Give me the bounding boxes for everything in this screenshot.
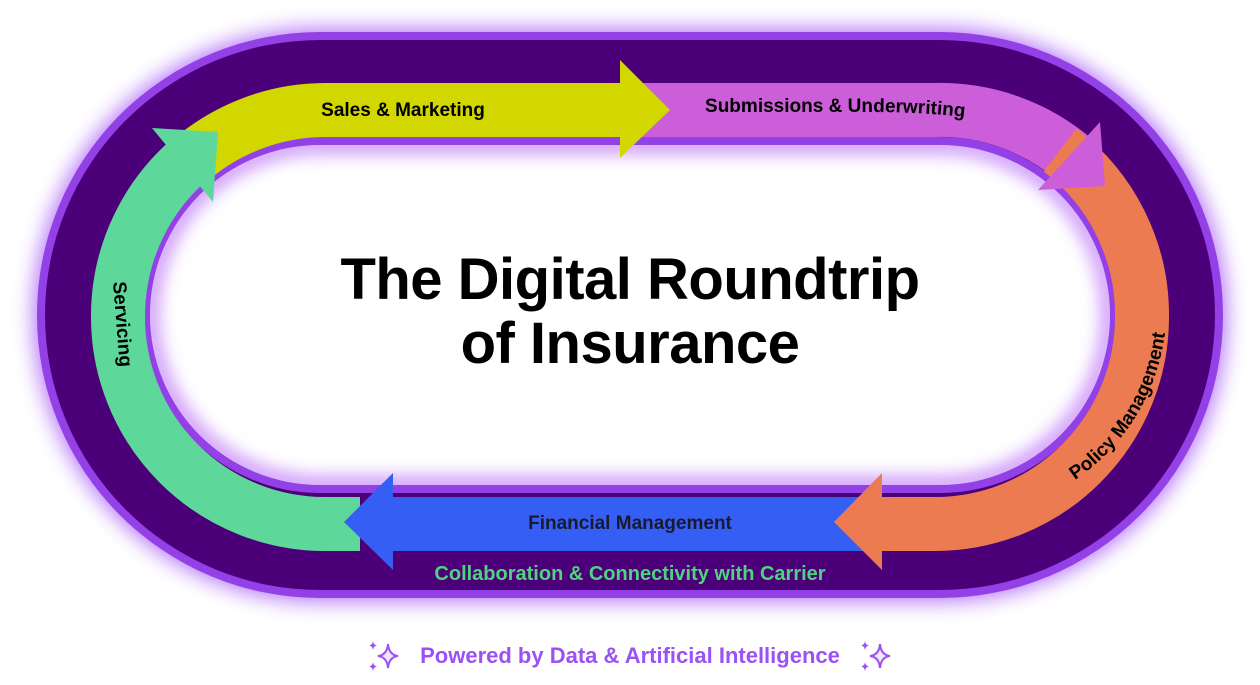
stage-band-submissions [630,82,1093,181]
page-title: The Digital Roundtrip of Insurance [0,248,1260,376]
arrowhead-financial [344,473,393,570]
footer: Powered by Data & Artificial Intelligenc… [0,638,1260,674]
stage-band-servicing [90,133,360,551]
collaboration-label: Collaboration & Connectivity with Carrie… [434,563,825,585]
stage-label-sales: Sales & Marketing [321,100,485,121]
footer-text: Powered by Data & Artificial Intelligenc… [420,643,840,668]
arrowhead-submissions [1038,122,1105,190]
center-area [150,145,1110,485]
arrowhead-policy [834,473,882,570]
sparkles-icon [861,641,891,671]
title-line-1: The Digital Roundtrip [340,247,920,312]
sparkles-icon [369,641,399,671]
title-line-2: of Insurance [460,311,800,376]
stage-label-financial: Financial Management [528,513,732,534]
stage-band-policy [870,128,1170,551]
arrowhead-servicing [152,128,218,202]
arrowhead-sales [620,60,670,158]
